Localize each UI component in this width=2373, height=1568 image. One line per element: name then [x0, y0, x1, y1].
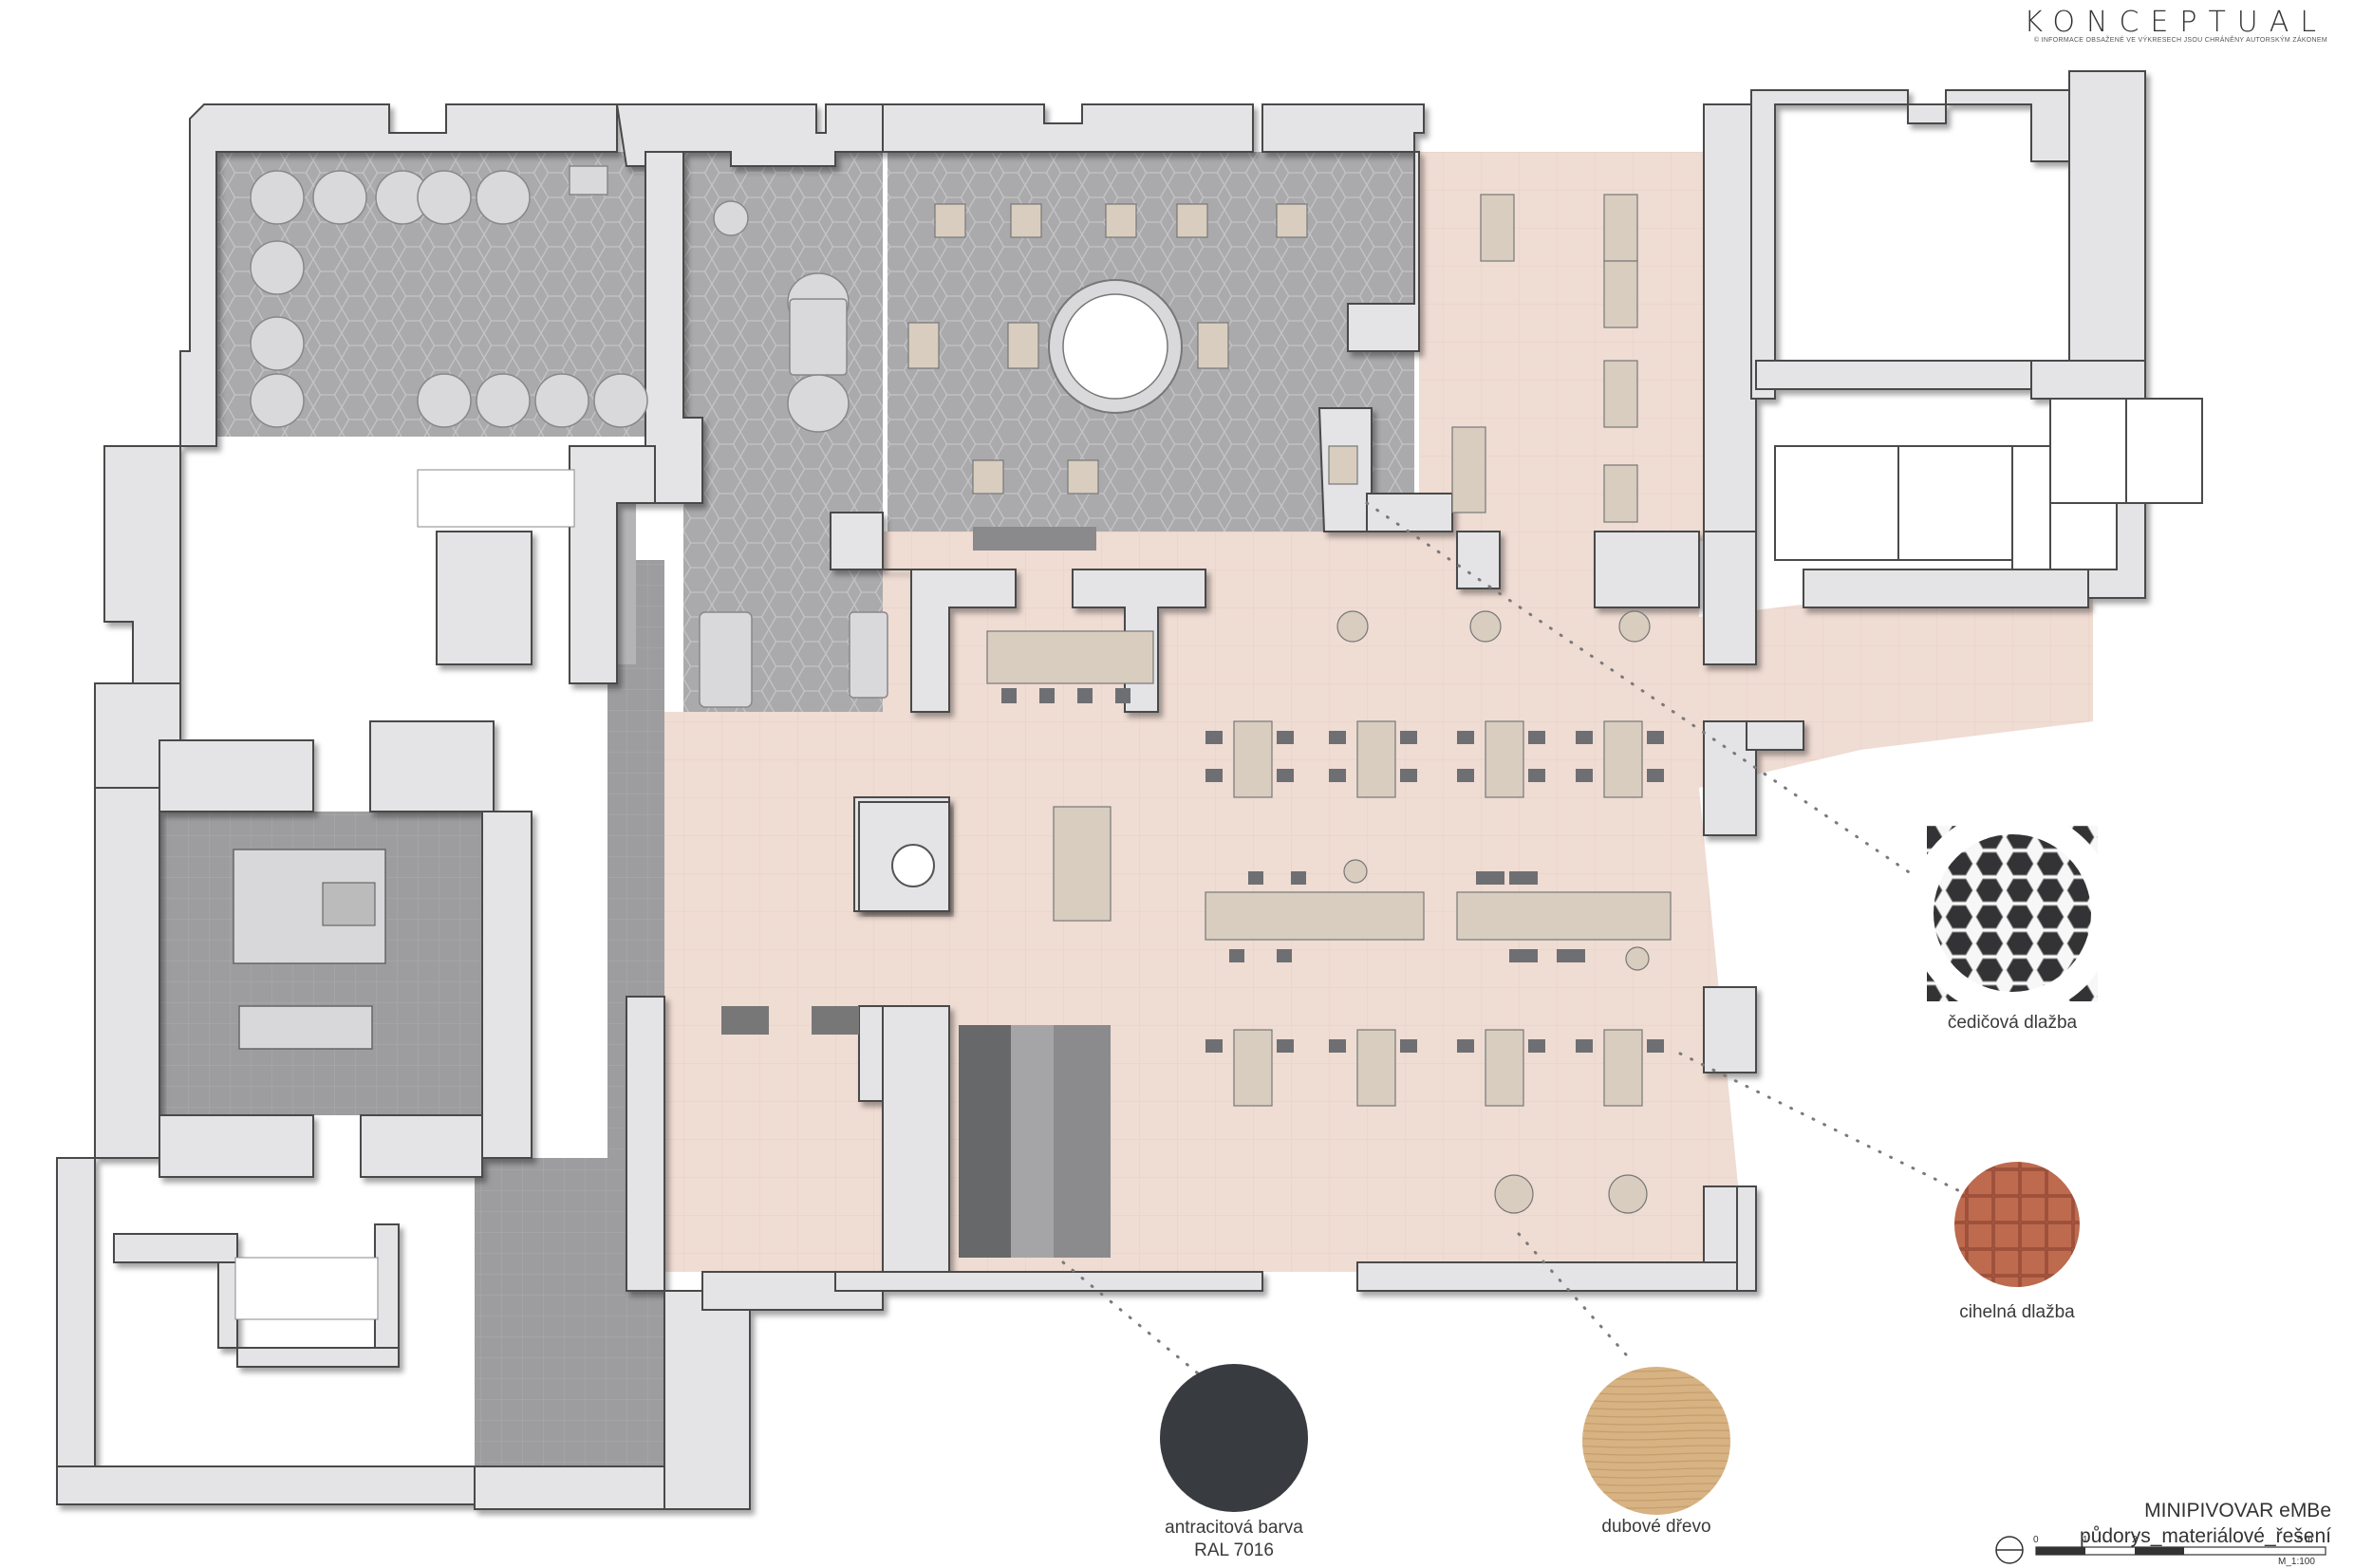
logo-wordmark: KONCEPTUAL	[2024, 6, 2327, 39]
anthracite-label-line1: antracitová barva	[1165, 1518, 1303, 1538]
basalt-label-text: čedičová dlažba	[1947, 1013, 2078, 1033]
scale-tick-5: 5 m	[2297, 1535, 2313, 1545]
oak-label-text: dubové dřevo	[1601, 1517, 1711, 1537]
label-brick-tile: cihelná dlažba	[1946, 1302, 2088, 1323]
label-basalt-tile: čedičová dlažba	[1941, 1013, 2083, 1034]
anthracite-label-line2: RAL 7016	[1194, 1540, 1274, 1560]
swatch-oak	[1582, 1367, 1730, 1515]
tile-floor-corridor	[475, 560, 664, 1476]
title-block: MINIPIVOVAR eMBe půdorys_materiálové_řeš…	[2080, 1498, 2331, 1549]
drawing-title: půdorys_materiálové_řešení	[2080, 1525, 2331, 1547]
swatch-anthracite	[1160, 1364, 1308, 1512]
scale-tick-1: 1	[2083, 1535, 2088, 1545]
fermentation-tanks	[250, 165, 749, 428]
wc-rooms	[1774, 398, 2203, 570]
tanks-corridor	[699, 272, 888, 708]
dining-tables	[907, 194, 1672, 1107]
label-oak-wood: dubové dřevo	[1566, 1517, 1747, 1538]
company-logo: KONCEPTUAL © INFORMACE OBSAŽENÉ VE VÝKRE…	[2024, 6, 2327, 44]
brick-label-text: cihelná dlažba	[1959, 1302, 2075, 1322]
copyright-notice: © INFORMACE OBSAŽENÉ VE VÝKRESECH JSOU C…	[2033, 37, 2327, 44]
chairs	[1001, 688, 1664, 1053]
scale-tick-0: 0	[2033, 1535, 2039, 1545]
walls	[56, 70, 2146, 1510]
scale-bar-graphic	[1995, 1536, 2326, 1564]
staircase	[234, 469, 575, 1320]
swatch-brick	[1954, 1162, 2080, 1287]
scale-tick-2: 2	[2132, 1535, 2138, 1545]
kitchen-island	[233, 849, 386, 1050]
round-bar	[1048, 279, 1183, 414]
anthracite-bar	[721, 527, 1111, 1258]
fireplace	[858, 801, 950, 912]
round-tables	[1336, 610, 1651, 1214]
label-anthracite-paint: antracitová barva RAL 7016	[1139, 1517, 1329, 1562]
scale-ratio: M_1:100	[2278, 1557, 2315, 1567]
swatch-basalt	[1909, 810, 2116, 1017]
leader-lines	[1061, 501, 1981, 1397]
white-room-top-right	[1751, 95, 2069, 399]
project-title: MINIPIVOVAR eMBe	[2144, 1500, 2331, 1521]
